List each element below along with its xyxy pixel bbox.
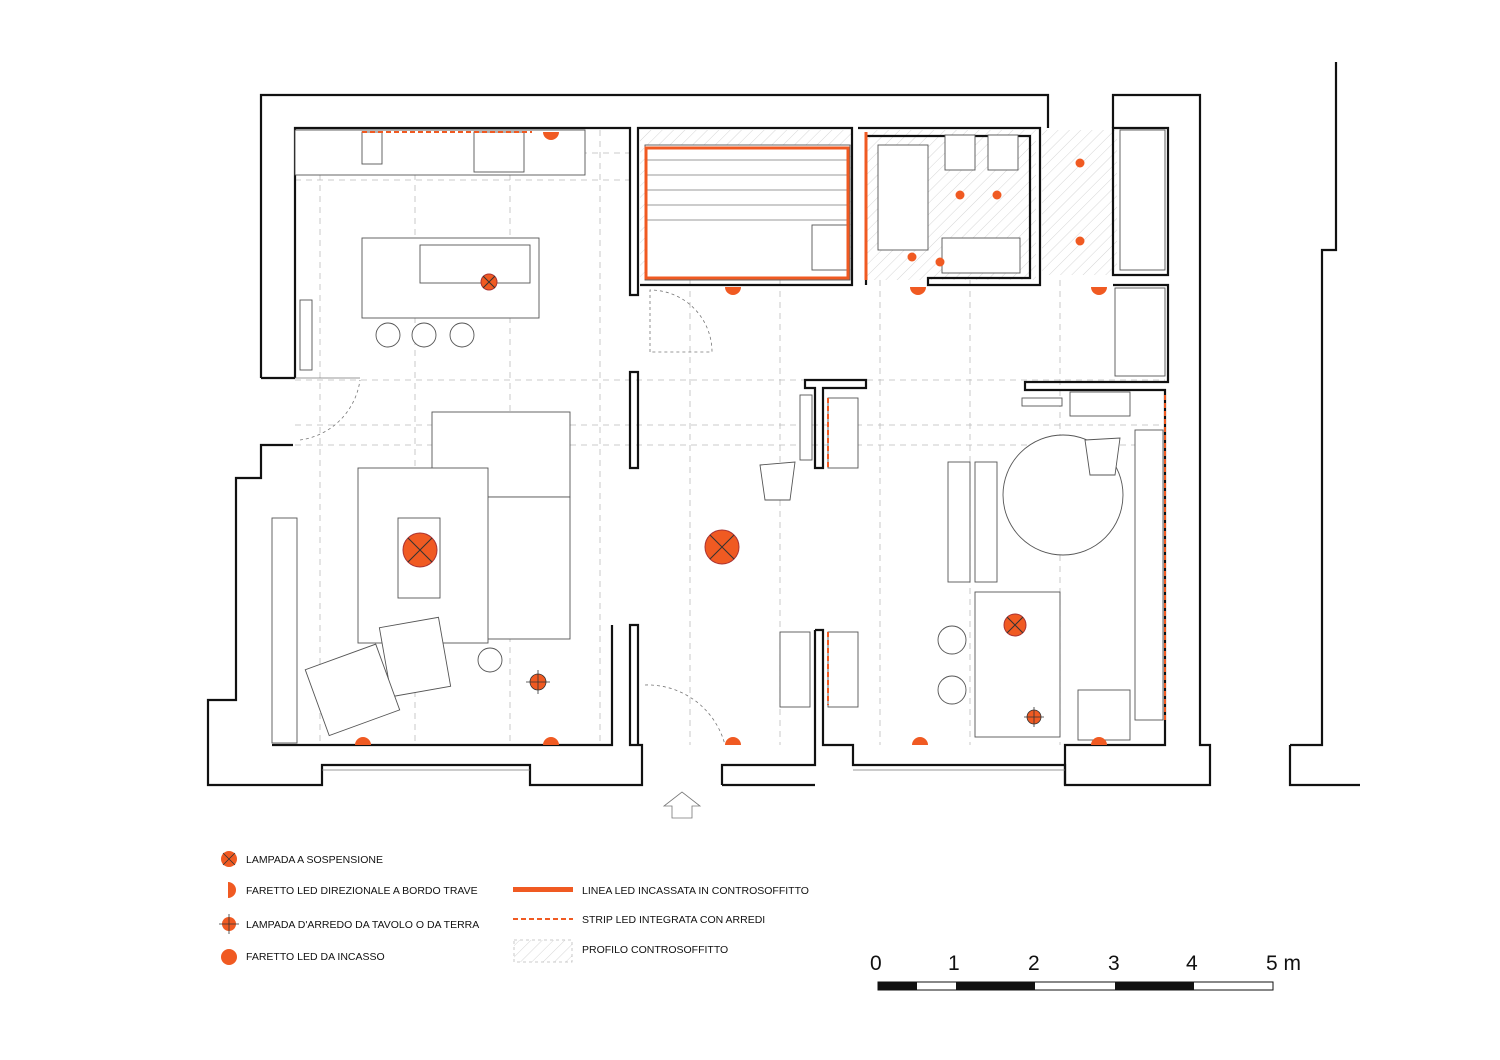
scale-tick: 0: [870, 952, 882, 975]
furniture: [271, 129, 1166, 744]
pendant-lamp: [402, 273, 1027, 637]
entrance-arrow-icon: [662, 791, 702, 819]
legend: LAMPADA A SOSPENSIONE FARETTO LED DIREZI…: [219, 851, 809, 965]
legend-label: LAMPADA D'ARREDO DA TAVOLO O DA TERRA: [246, 919, 479, 931]
legend-recessed-symbol: [221, 949, 237, 965]
doors: [295, 289, 726, 746]
legend-label: FARETTO LED DIREZIONALE A BORDO TRAVE: [246, 885, 478, 897]
stair-led-line: [644, 146, 850, 280]
legend-beam-spot-symbol: [228, 882, 236, 898]
scale-tick: 2: [1028, 952, 1040, 975]
light-fixtures: [355, 132, 1107, 745]
legend-led-line-symbol: [513, 887, 573, 892]
scale-tick: 1: [948, 952, 960, 975]
legend-label: PROFILO CONTROSOFFITTO: [582, 944, 728, 956]
scale-bar: 0 1 2 3 4 5 m: [870, 952, 1301, 991]
legend-label: LINEA LED INCASSATA IN CONTROSOFFITTO: [582, 885, 809, 897]
scale-tick: 5 m: [1266, 952, 1301, 975]
legend-pendant-symbol: [221, 851, 237, 867]
scale-tick: 3: [1108, 952, 1120, 975]
legend-ceiling-profile-symbol: [513, 939, 573, 963]
stair-treads: [645, 159, 850, 221]
scale-tick: 4: [1186, 952, 1198, 975]
led-lines: [362, 131, 1166, 722]
table-floor-lamp: [526, 670, 1044, 727]
walls: [206, 62, 1360, 787]
legend-label: STRIP LED INTEGRATA CON ARREDI: [582, 914, 765, 926]
legend-label: LAMPADA A SOSPENSIONE: [246, 854, 383, 866]
beam-spot: [355, 132, 1107, 745]
recessed-spot: [907, 158, 1085, 267]
legend-table-lamp-symbol: [219, 914, 239, 934]
legend-label: FARETTO LED DA INCASSO: [246, 951, 385, 963]
